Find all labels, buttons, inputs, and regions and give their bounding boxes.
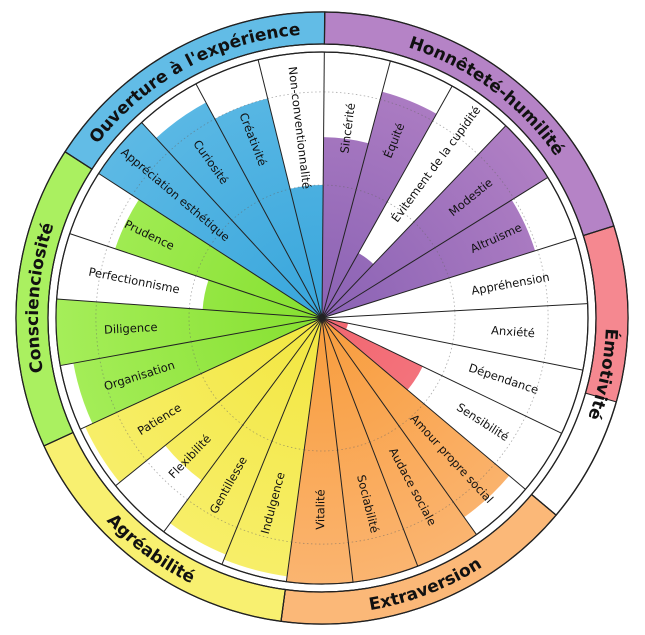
- facet-bar-creativite: [214, 98, 322, 319]
- facet-bar-flexibilite: [165, 318, 322, 481]
- domain-separator: [43, 431, 74, 447]
- grid-arc: [146, 460, 188, 501]
- grid-arc: [236, 527, 292, 543]
- facet-bar-organisation: [73, 318, 322, 424]
- facet-bar-amour-propre-social: [322, 318, 510, 518]
- domain-separator: [583, 225, 615, 237]
- grid-arc: [432, 120, 479, 155]
- facet-bar-modestie: [322, 125, 548, 319]
- grid-arc: [380, 99, 433, 122]
- facet-grid: [47, 43, 597, 593]
- facet-bar-sociabilite: [322, 318, 418, 583]
- facet-label-diligence: Diligence: [104, 320, 158, 337]
- facet-bar-equite: [322, 91, 437, 319]
- grid-arc: [96, 246, 108, 302]
- facet-bar-diligence: [55, 298, 323, 366]
- grid-arc: [525, 362, 545, 417]
- facet-bar-non-conventionnalite: [290, 185, 324, 318]
- facet-label-anxiete: Anxiété: [491, 323, 536, 340]
- facet-bars: [55, 91, 548, 585]
- facet-bar-indulgence: [223, 318, 322, 577]
- facet-bar-curiosite: [156, 102, 322, 319]
- facet-label-sincerite: Sincérité: [337, 102, 358, 154]
- facet-separator: [321, 317, 562, 434]
- grid-arc: [543, 305, 549, 363]
- facet-bar-patience: [85, 318, 322, 483]
- grid-arc: [289, 184, 324, 190]
- facet-bar-audace-sociale: [322, 318, 477, 567]
- grid-arc: [323, 91, 381, 100]
- facet-label-vitalite: Vitalité: [313, 489, 327, 529]
- grid-arc: [453, 463, 496, 503]
- facet-separator: [163, 317, 323, 533]
- center-dot: [319, 315, 325, 321]
- grid-arc: [95, 301, 100, 359]
- facet-bar-gentillesse: [170, 318, 322, 555]
- facet-bar-prudence: [115, 199, 322, 318]
- grid-arc: [403, 501, 454, 530]
- grid-arc: [107, 194, 133, 247]
- grid-arc: [116, 412, 147, 461]
- grid-arc: [537, 249, 549, 306]
- facet-bar-sensibilite: [322, 318, 423, 390]
- facet-separator: [321, 303, 588, 319]
- domain-separator: [531, 494, 557, 516]
- grid-arc: [348, 528, 404, 543]
- facet-bar-vitalite: [286, 318, 354, 585]
- facet-bar-evitement-de-la-cupidite: [322, 253, 374, 318]
- grid-arc: [291, 541, 349, 545]
- domain-separator: [64, 151, 93, 170]
- grid-arc: [267, 91, 324, 99]
- grid-arc: [214, 98, 268, 120]
- grid-arc: [99, 358, 117, 413]
- domain-separator: [280, 589, 286, 622]
- facet-bar-appreciation-esthetique: [98, 122, 322, 318]
- grid-arc: [187, 499, 238, 528]
- grid-arc: [494, 415, 527, 464]
- grid-arc: [513, 198, 539, 251]
- grid-arc: [131, 151, 169, 196]
- grid-arc: [477, 154, 515, 199]
- grid-arc: [168, 118, 215, 153]
- facet-bar-altruisme: [322, 199, 536, 318]
